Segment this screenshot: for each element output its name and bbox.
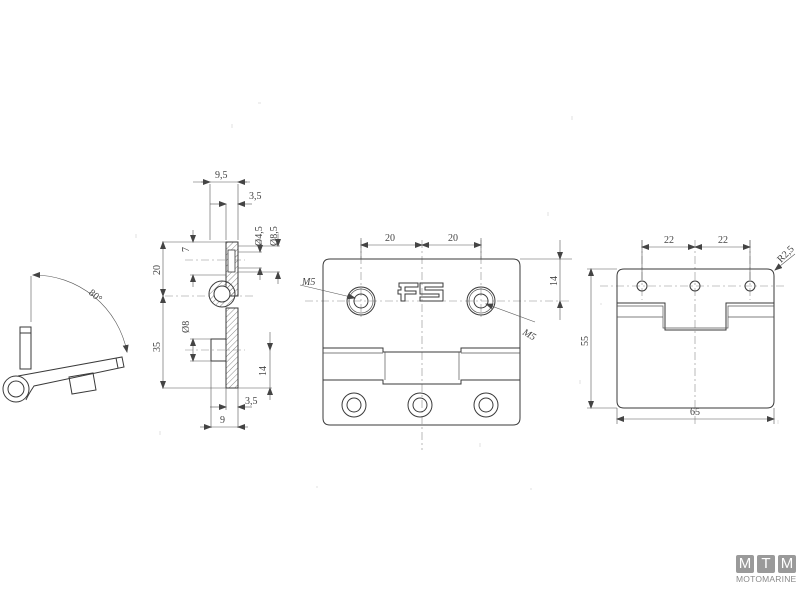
logo-wordmark: MOTOMARINE — [736, 574, 797, 584]
logo-letter-m1: M — [736, 555, 754, 573]
dim-back-spacing-right: 22 — [718, 235, 728, 246]
thread-label-right: M5 — [520, 327, 538, 344]
dim-lower-height: 35 — [152, 342, 163, 352]
logo-letters: M T M — [736, 555, 798, 573]
side-section-view: 9,5 3,5 Ø4,5 Ø8,5 7 20 35 Ø — [152, 170, 281, 430]
dim-top-width: 9,5 — [215, 170, 228, 181]
dim-upper-offset: 7 — [181, 247, 192, 252]
dim-spacing-right: 20 — [448, 233, 458, 244]
dim-spacing-left: 20 — [385, 233, 395, 244]
dim-back-spacing-left: 22 — [664, 235, 674, 246]
background-tick-marks — [135, 102, 779, 490]
logo-letter-m2: M — [778, 555, 796, 573]
dim-hole-small: Ø4,5 — [254, 226, 265, 246]
dim-corner-radius: R2,5 — [775, 244, 796, 265]
dim-top-offset: 14 — [549, 276, 560, 286]
dim-hole-large: Ø8,5 — [269, 226, 280, 246]
dim-boss-dia: Ø8 — [181, 321, 192, 333]
opening-angle-view: 80° — [2, 271, 129, 403]
dim-boss-height: 14 — [258, 366, 269, 376]
dim-upper-height: 20 — [152, 265, 163, 275]
motomarine-logo: M T M MOTOMARINE — [736, 555, 798, 584]
back-view: 22 22 R2,5 55 65 — [580, 235, 797, 425]
dim-bottom-thickness: 3,5 — [245, 396, 258, 407]
dim-width: 65 — [690, 407, 700, 418]
thread-label-left: M5 — [301, 277, 315, 288]
angle-label: 80° — [86, 288, 104, 305]
dim-top-thickness: 3,5 — [249, 191, 262, 202]
logo-letter-t: T — [757, 555, 775, 573]
dim-bottom-width: 9 — [220, 415, 225, 426]
dim-height: 55 — [580, 336, 591, 346]
fs-logo-emblem — [397, 282, 444, 302]
front-view: 20 20 14 M5 M5 — [299, 233, 572, 450]
